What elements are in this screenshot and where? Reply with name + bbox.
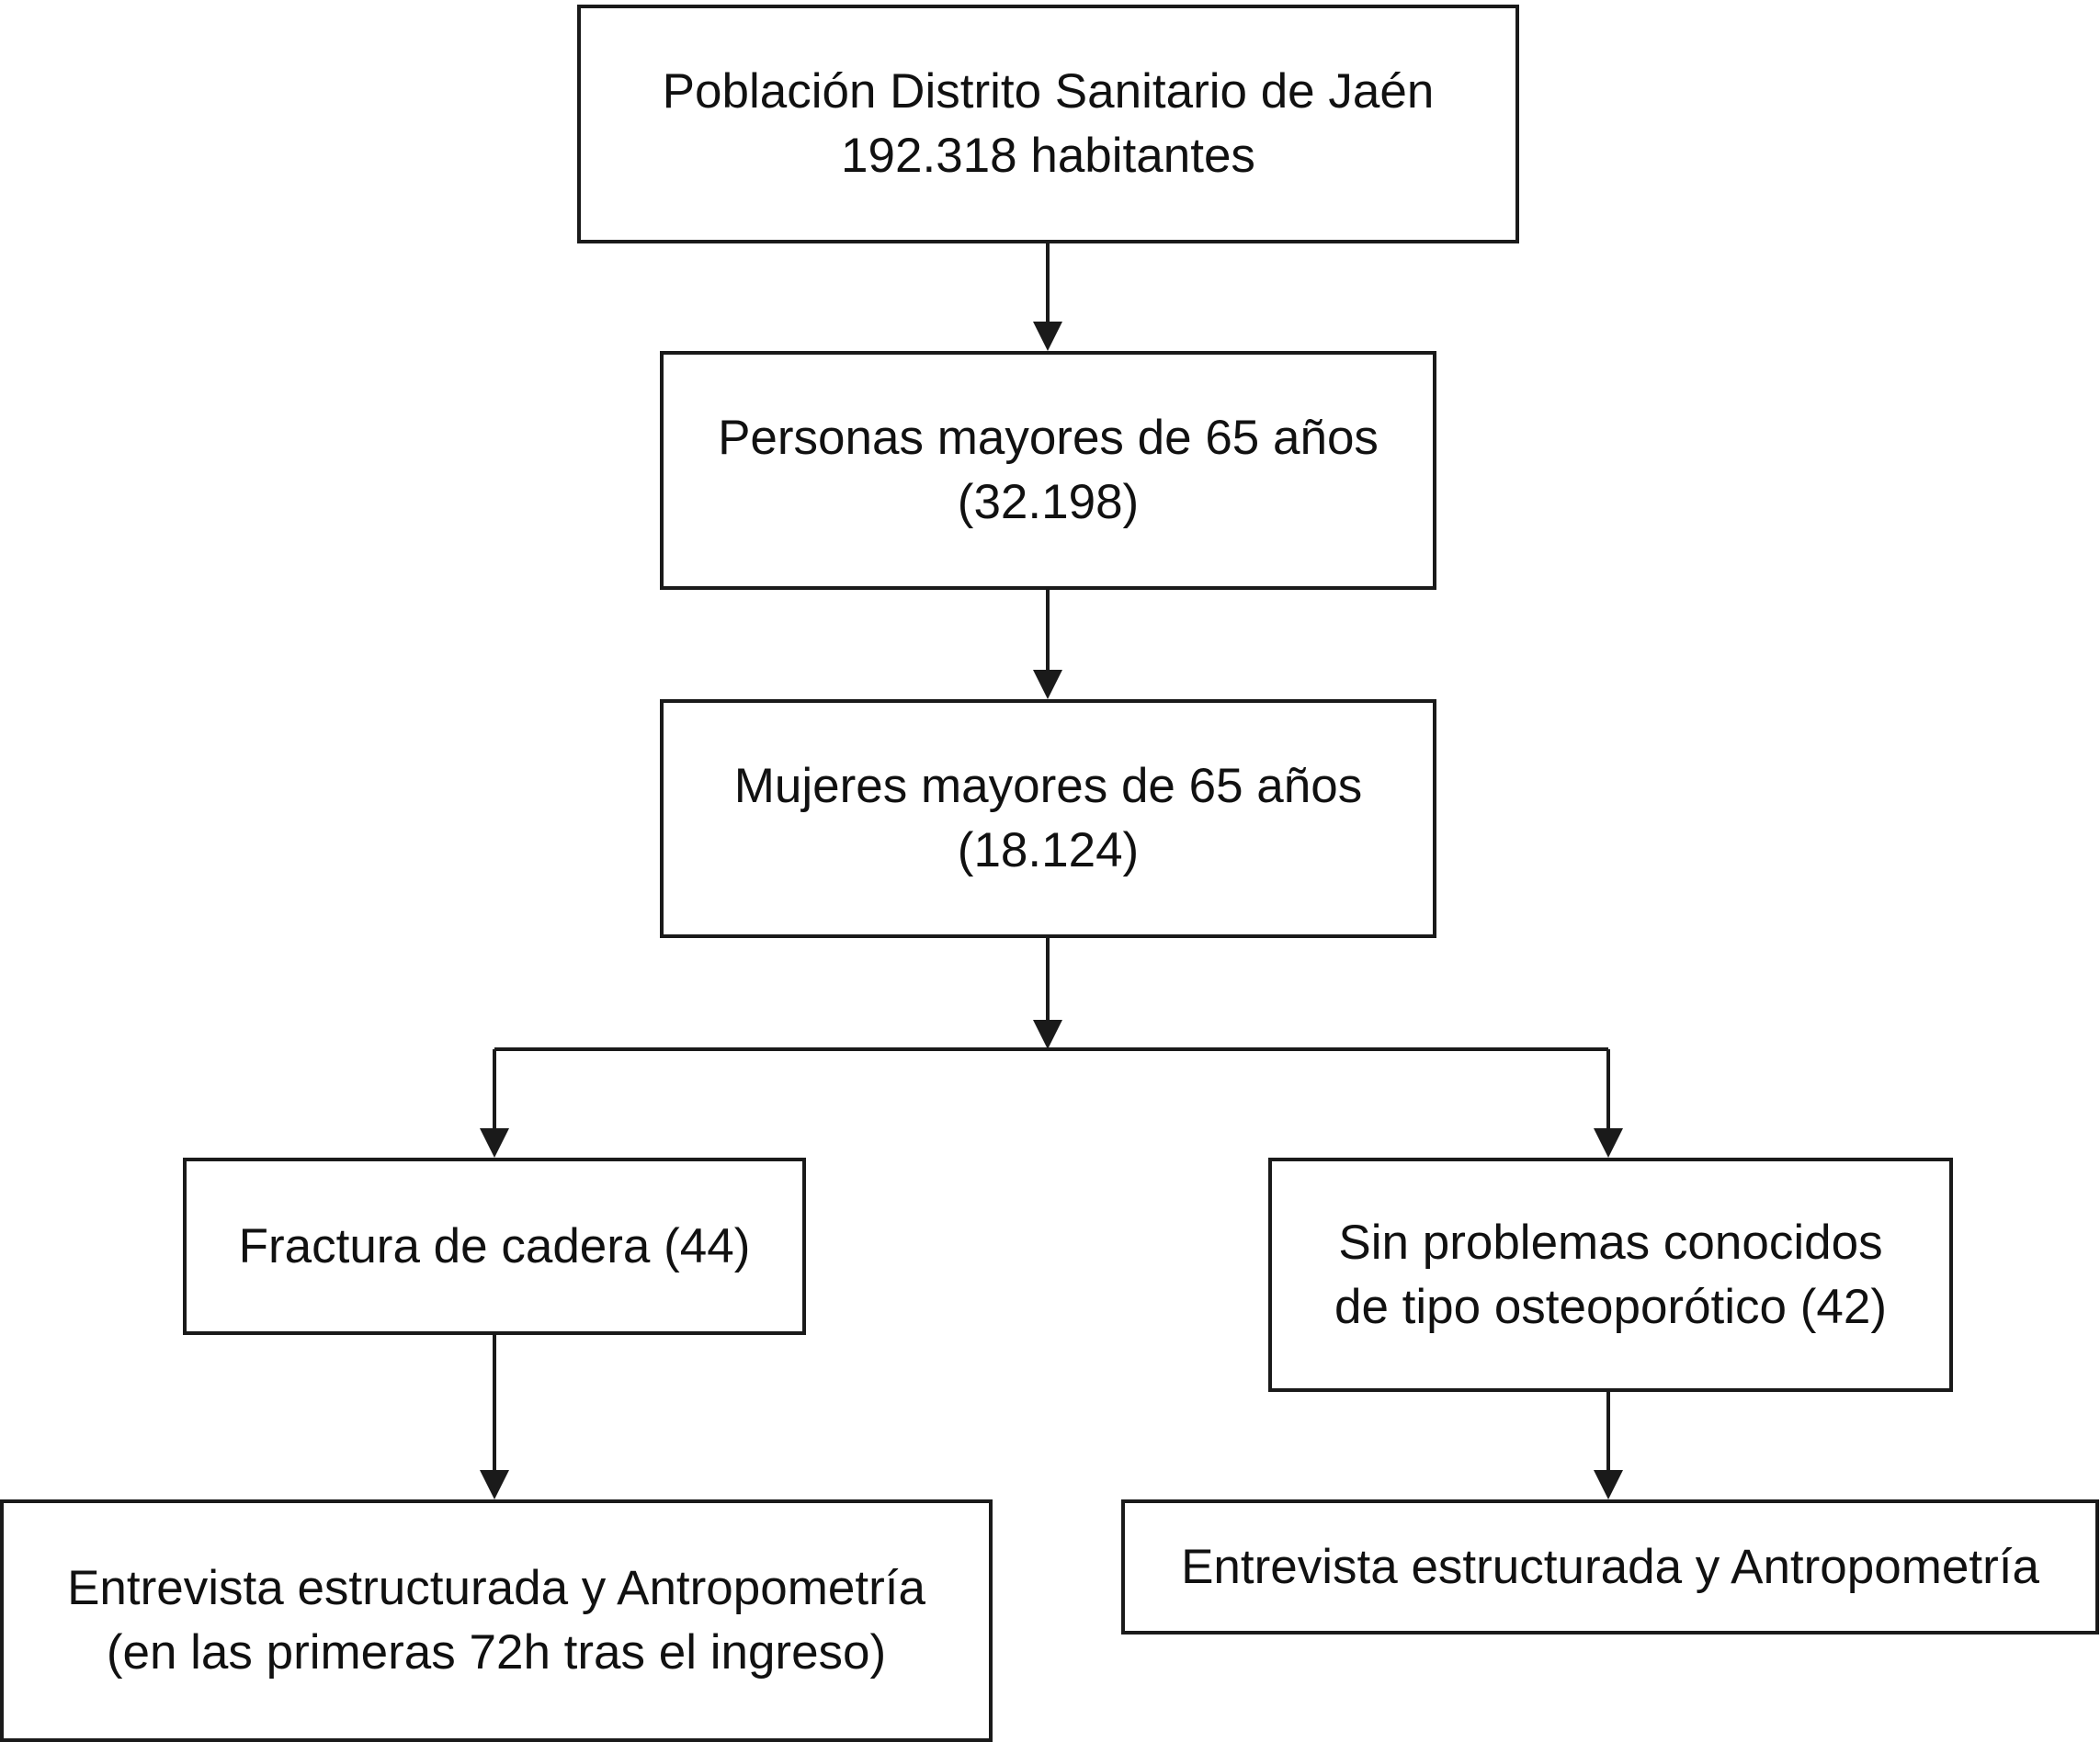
hip-fracture-box: Fractura de cadera (44) <box>183 1158 806 1335</box>
hip-fracture-label: Fractura de cadera (44) <box>238 1218 751 1273</box>
no-osteoporosis-box: Sin problemas conocidos de tipo osteopor… <box>1268 1158 1953 1392</box>
interview-control-box: Entrevista estructurada y Antropometría <box>1121 1499 2099 1635</box>
arrowhead-women-down <box>1033 1020 1062 1049</box>
women-over65-box: Mujeres mayores de 65 años (18.124) <box>660 699 1436 938</box>
no-osteoporosis-label: Sin problemas conocidos de tipo osteopor… <box>1334 1215 1888 1334</box>
over65-label: Personas mayores de 65 años (32.198) <box>718 411 1379 529</box>
women-over65-label: Mujeres mayores de 65 años (18.124) <box>733 759 1363 877</box>
arrowhead-to-no-problems <box>1594 1128 1623 1158</box>
arrowhead-to-interview-left <box>480 1470 509 1499</box>
interview-fracture-box: Entrevista estructurada y Antropometría … <box>0 1499 993 1742</box>
population-box: Población Distrito Sanitario de Jaén 192… <box>577 5 1519 243</box>
over65-box: Personas mayores de 65 años (32.198) <box>660 351 1436 590</box>
arrowhead-to-over65 <box>1033 322 1062 351</box>
interview-control-label: Entrevista estructurada y Antropometría <box>1181 1539 2039 1594</box>
arrowhead-to-fracture <box>480 1128 509 1158</box>
interview-fracture-label: Entrevista estructurada y Antropometría … <box>67 1561 925 1680</box>
arrowhead-to-women <box>1033 670 1062 699</box>
population-label: Población Distrito Sanitario de Jaén 192… <box>662 64 1435 183</box>
arrowhead-to-interview-right <box>1594 1470 1623 1499</box>
